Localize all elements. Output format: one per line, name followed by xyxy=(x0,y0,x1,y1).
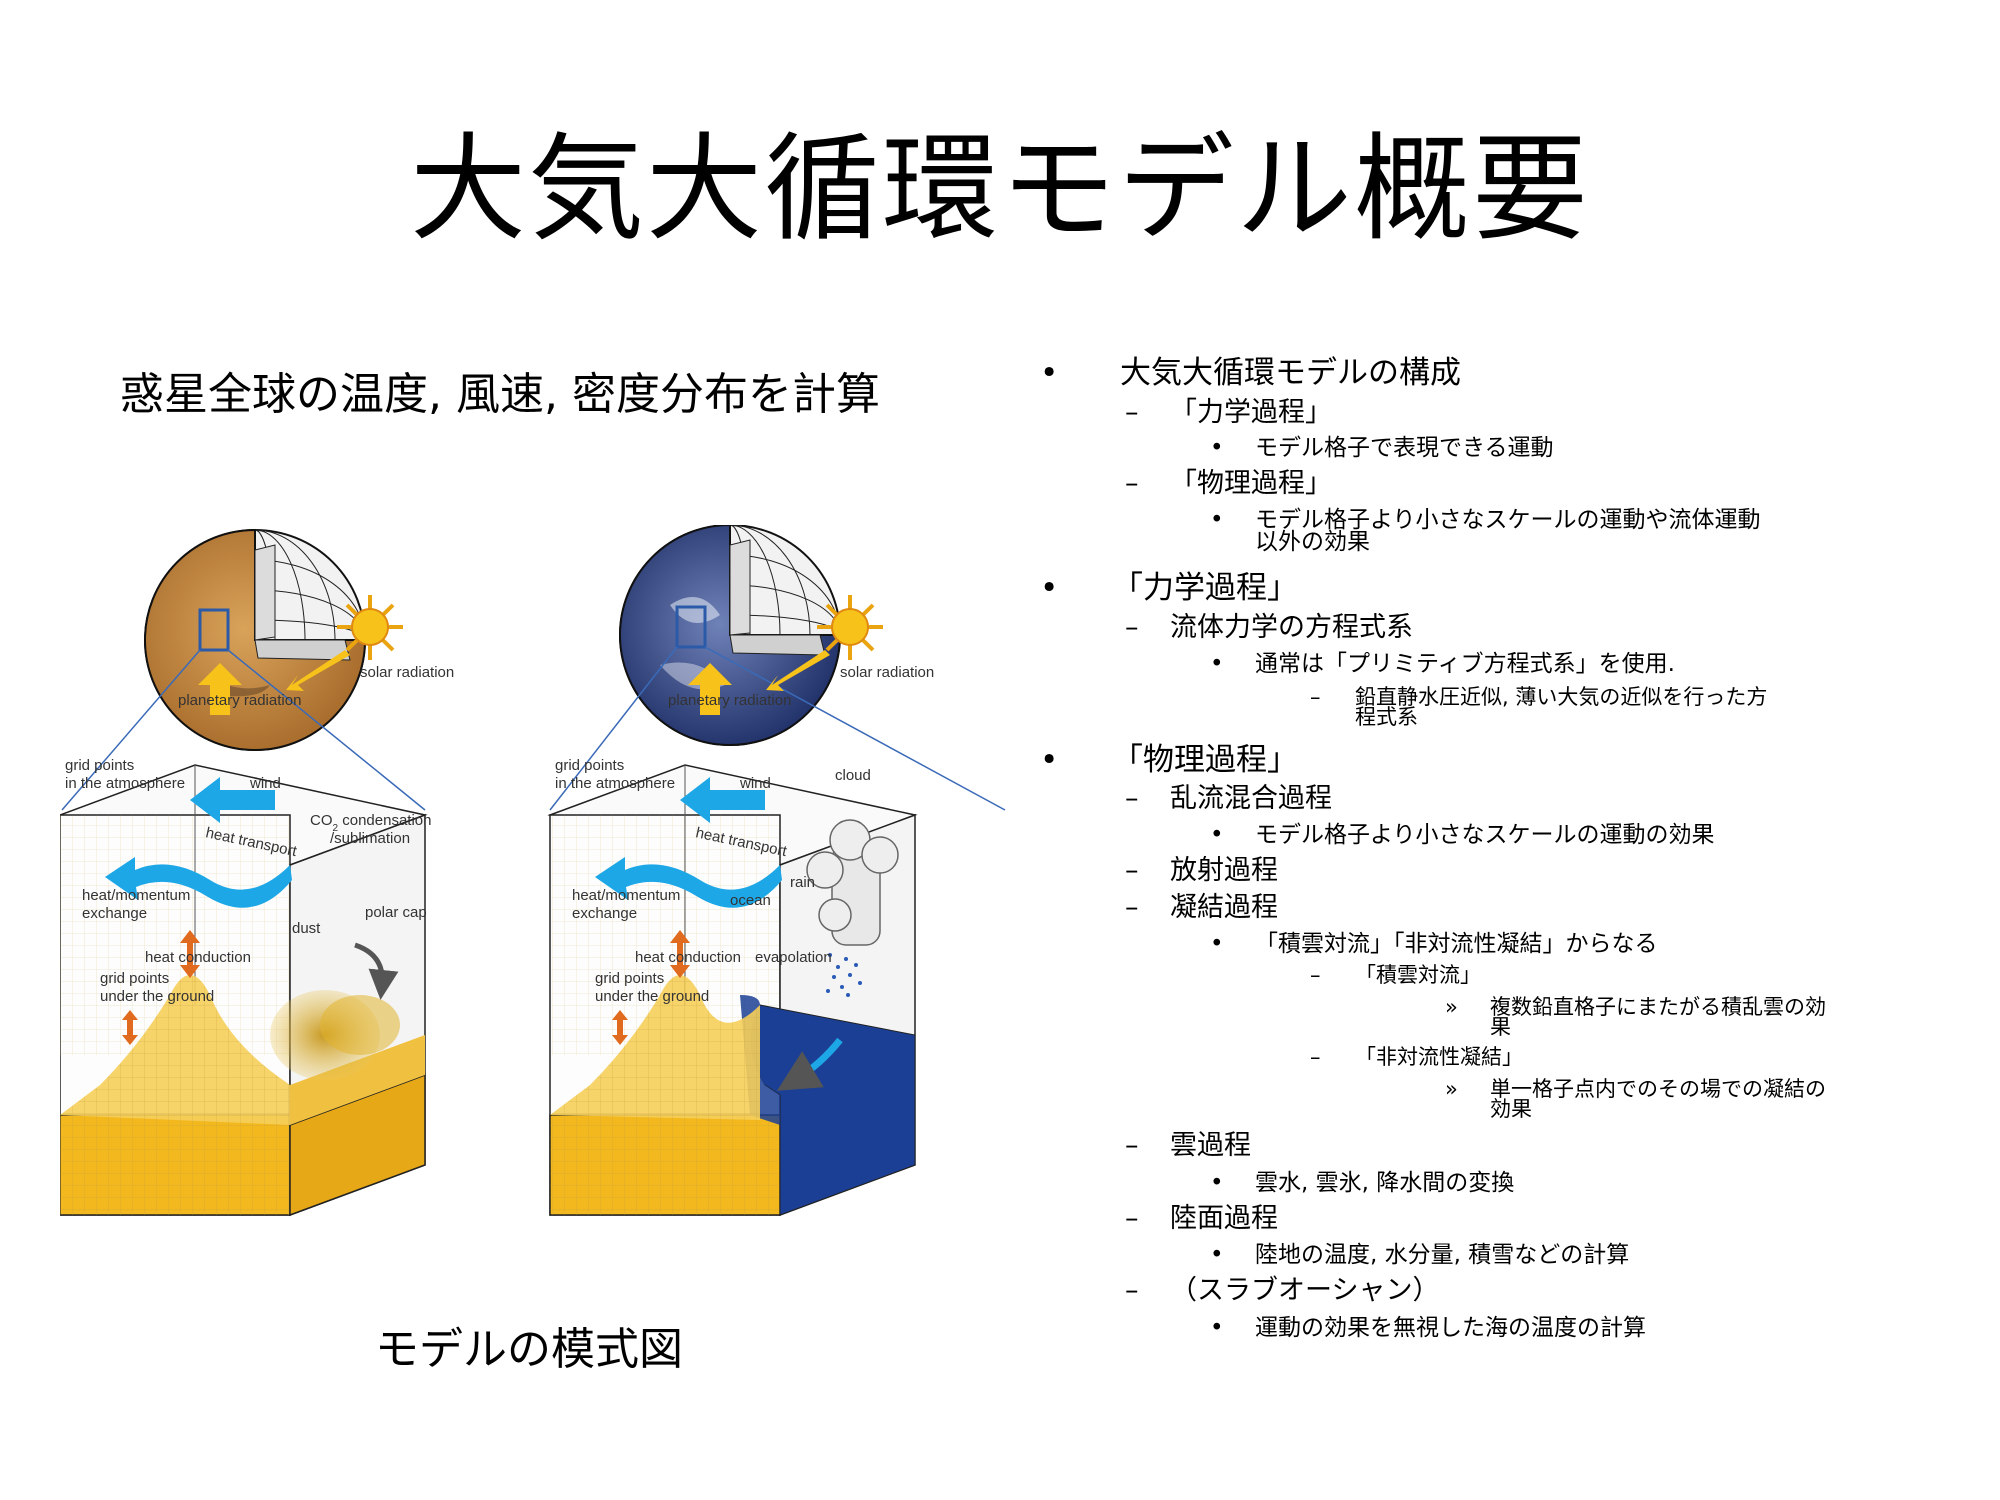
mars-dust-label: dust xyxy=(292,920,321,937)
list-item: –流体力学の方程式系 xyxy=(1125,612,1413,643)
list-item: –「力学過程」 xyxy=(1125,397,1332,428)
earth-hm-label-1: heat/momentum xyxy=(572,887,680,904)
mars-hm-label-2: exchange xyxy=(82,905,147,922)
earth-solar-label: solar radiation xyxy=(840,664,934,681)
earth-hm-label-2: exchange xyxy=(572,905,637,922)
earth-ocean-label: ocean xyxy=(730,892,771,909)
mars-polar-label: polar cap xyxy=(365,904,427,921)
earth-planetary-arrow-icon xyxy=(688,663,732,715)
list-item: •陸地の温度, 水分量, 積雪などの計算 xyxy=(1210,1242,1630,1268)
list-item: »単一格子点内でのその場での凝結の xyxy=(1445,1077,1826,1101)
earth-wind-label: wind xyxy=(739,775,771,792)
list-item: –雲過程 xyxy=(1125,1130,1251,1161)
list-item: –放射過程 xyxy=(1125,855,1278,886)
mars-solar-arrow xyxy=(286,650,350,691)
mars-ground-label-1: grid points xyxy=(100,970,169,987)
slide-subtitle: 惑星全球の温度, 風速, 密度分布を計算 xyxy=(120,369,880,420)
mars-sublimation-label: /sublimation xyxy=(330,830,410,847)
list-item: •モデル格子より小さなスケールの運動や流体運動 xyxy=(1210,507,1761,533)
earth-solar-arrow xyxy=(766,650,830,691)
list-item: •通常は「プリミティブ方程式系」を使用. xyxy=(1210,651,1675,677)
list-item: •モデル格子より小さなスケールの運動の効果 xyxy=(1210,822,1715,848)
earth-ground-label-2: under the ground xyxy=(595,988,709,1005)
earth-exchange-arrow-icon xyxy=(670,930,690,978)
list-item: •モデル格子で表現できる運動 xyxy=(1210,435,1554,461)
earth-sun-icon xyxy=(817,595,883,660)
mars-wind-arrow-icon xyxy=(190,777,275,823)
earth-evaporation-arrow-icon xyxy=(776,1037,843,1091)
earth-wind-arrow-icon xyxy=(680,777,765,823)
mars-panel: solar radiation planetary radiation grid… xyxy=(60,528,454,1217)
mars-grid-box xyxy=(60,764,428,1217)
list-item: »複数鉛直格子にまたがる積乱雲の効 xyxy=(1445,995,1826,1019)
earth-evap-label: evapolation xyxy=(755,949,832,966)
earth-planetary-label: planetary radiation xyxy=(668,692,791,709)
list-item: •「物理過程」 xyxy=(1040,742,1298,778)
list-item: 程式系 xyxy=(1355,705,1418,729)
list-item: –凝結過程 xyxy=(1125,892,1278,923)
list-item: 果 xyxy=(1490,1015,1511,1039)
earth-cloud-label: cloud xyxy=(835,767,871,784)
earth-ground-label-1: grid points xyxy=(595,970,664,987)
mars-sun-icon xyxy=(337,595,403,660)
rain-drops xyxy=(826,953,862,997)
mars-planetary-arrow-icon xyxy=(198,663,242,715)
list-item: 以外の効果 xyxy=(1255,529,1370,555)
mars-wind-label: wind xyxy=(249,775,281,792)
mars-grid-label-2: in the atmosphere xyxy=(65,775,185,792)
mars-exchange-arrow-icon xyxy=(180,930,200,978)
earth-grid-label-2: in the atmosphere xyxy=(555,775,675,792)
mars-grid-label-1: grid points xyxy=(65,757,134,774)
figure-caption: モデルの模式図 xyxy=(375,1324,683,1375)
mars-co2-label: CO2 condensation xyxy=(310,812,431,834)
mars-hm-label-1: heat/momentum xyxy=(82,887,190,904)
mars-sublimation-arrow-icon xyxy=(354,942,399,1000)
list-item: •雲水, 雲氷, 降水間の変換 xyxy=(1210,1170,1515,1196)
list-item: •運動の効果を無視した海の温度の計算 xyxy=(1210,1315,1646,1341)
earth-rain-label: rain xyxy=(790,874,815,891)
list-item: •大気大循環モデルの構成 xyxy=(1040,355,1461,391)
mars-ground-label-2: under the ground xyxy=(100,988,214,1005)
model-schematic-figure: solar radiation planetary radiation grid… xyxy=(60,525,1006,1217)
list-item: –鉛直静水圧近似, 薄い大気の近似を行った方 xyxy=(1310,685,1768,709)
mars-conduction-arrow-icon xyxy=(122,1010,138,1045)
list-item: •「積雲対流」「非対流性凝結」からなる xyxy=(1210,931,1658,957)
mars-planetary-label: planetary radiation xyxy=(178,692,301,709)
list-item: –「積雲対流」 xyxy=(1310,963,1481,987)
list-item: –陸面過程 xyxy=(1125,1203,1278,1234)
cloud-icon xyxy=(806,819,899,946)
earth-conduction-label: heat conduction xyxy=(635,949,741,966)
earth-heat-transport-arrow-icon xyxy=(595,857,782,908)
mars-globe-icon xyxy=(61,528,426,811)
mars-conduction-label: heat conduction xyxy=(145,949,251,966)
list-item: –乱流混合過程 xyxy=(1125,783,1332,814)
list-item: –「物理過程」 xyxy=(1125,468,1332,499)
earth-conduction-arrow-icon xyxy=(612,1010,628,1045)
mars-solar-label: solar radiation xyxy=(360,664,454,681)
mars-heat-transport-arrow-icon xyxy=(105,857,292,908)
list-item: •「力学過程」 xyxy=(1040,570,1298,606)
earth-grid-label-1: grid points xyxy=(555,757,624,774)
slide-title: 大気大循環モデル概要 xyxy=(410,122,1590,257)
list-item: 効果 xyxy=(1490,1097,1532,1121)
earth-globe-icon xyxy=(549,525,1006,811)
list-item: –（スラブオーシャン） xyxy=(1125,1275,1440,1306)
list-item: –「非対流性凝結」 xyxy=(1310,1045,1523,1069)
earth-panel: solar radiation planetary radiation grid… xyxy=(547,525,1006,1217)
